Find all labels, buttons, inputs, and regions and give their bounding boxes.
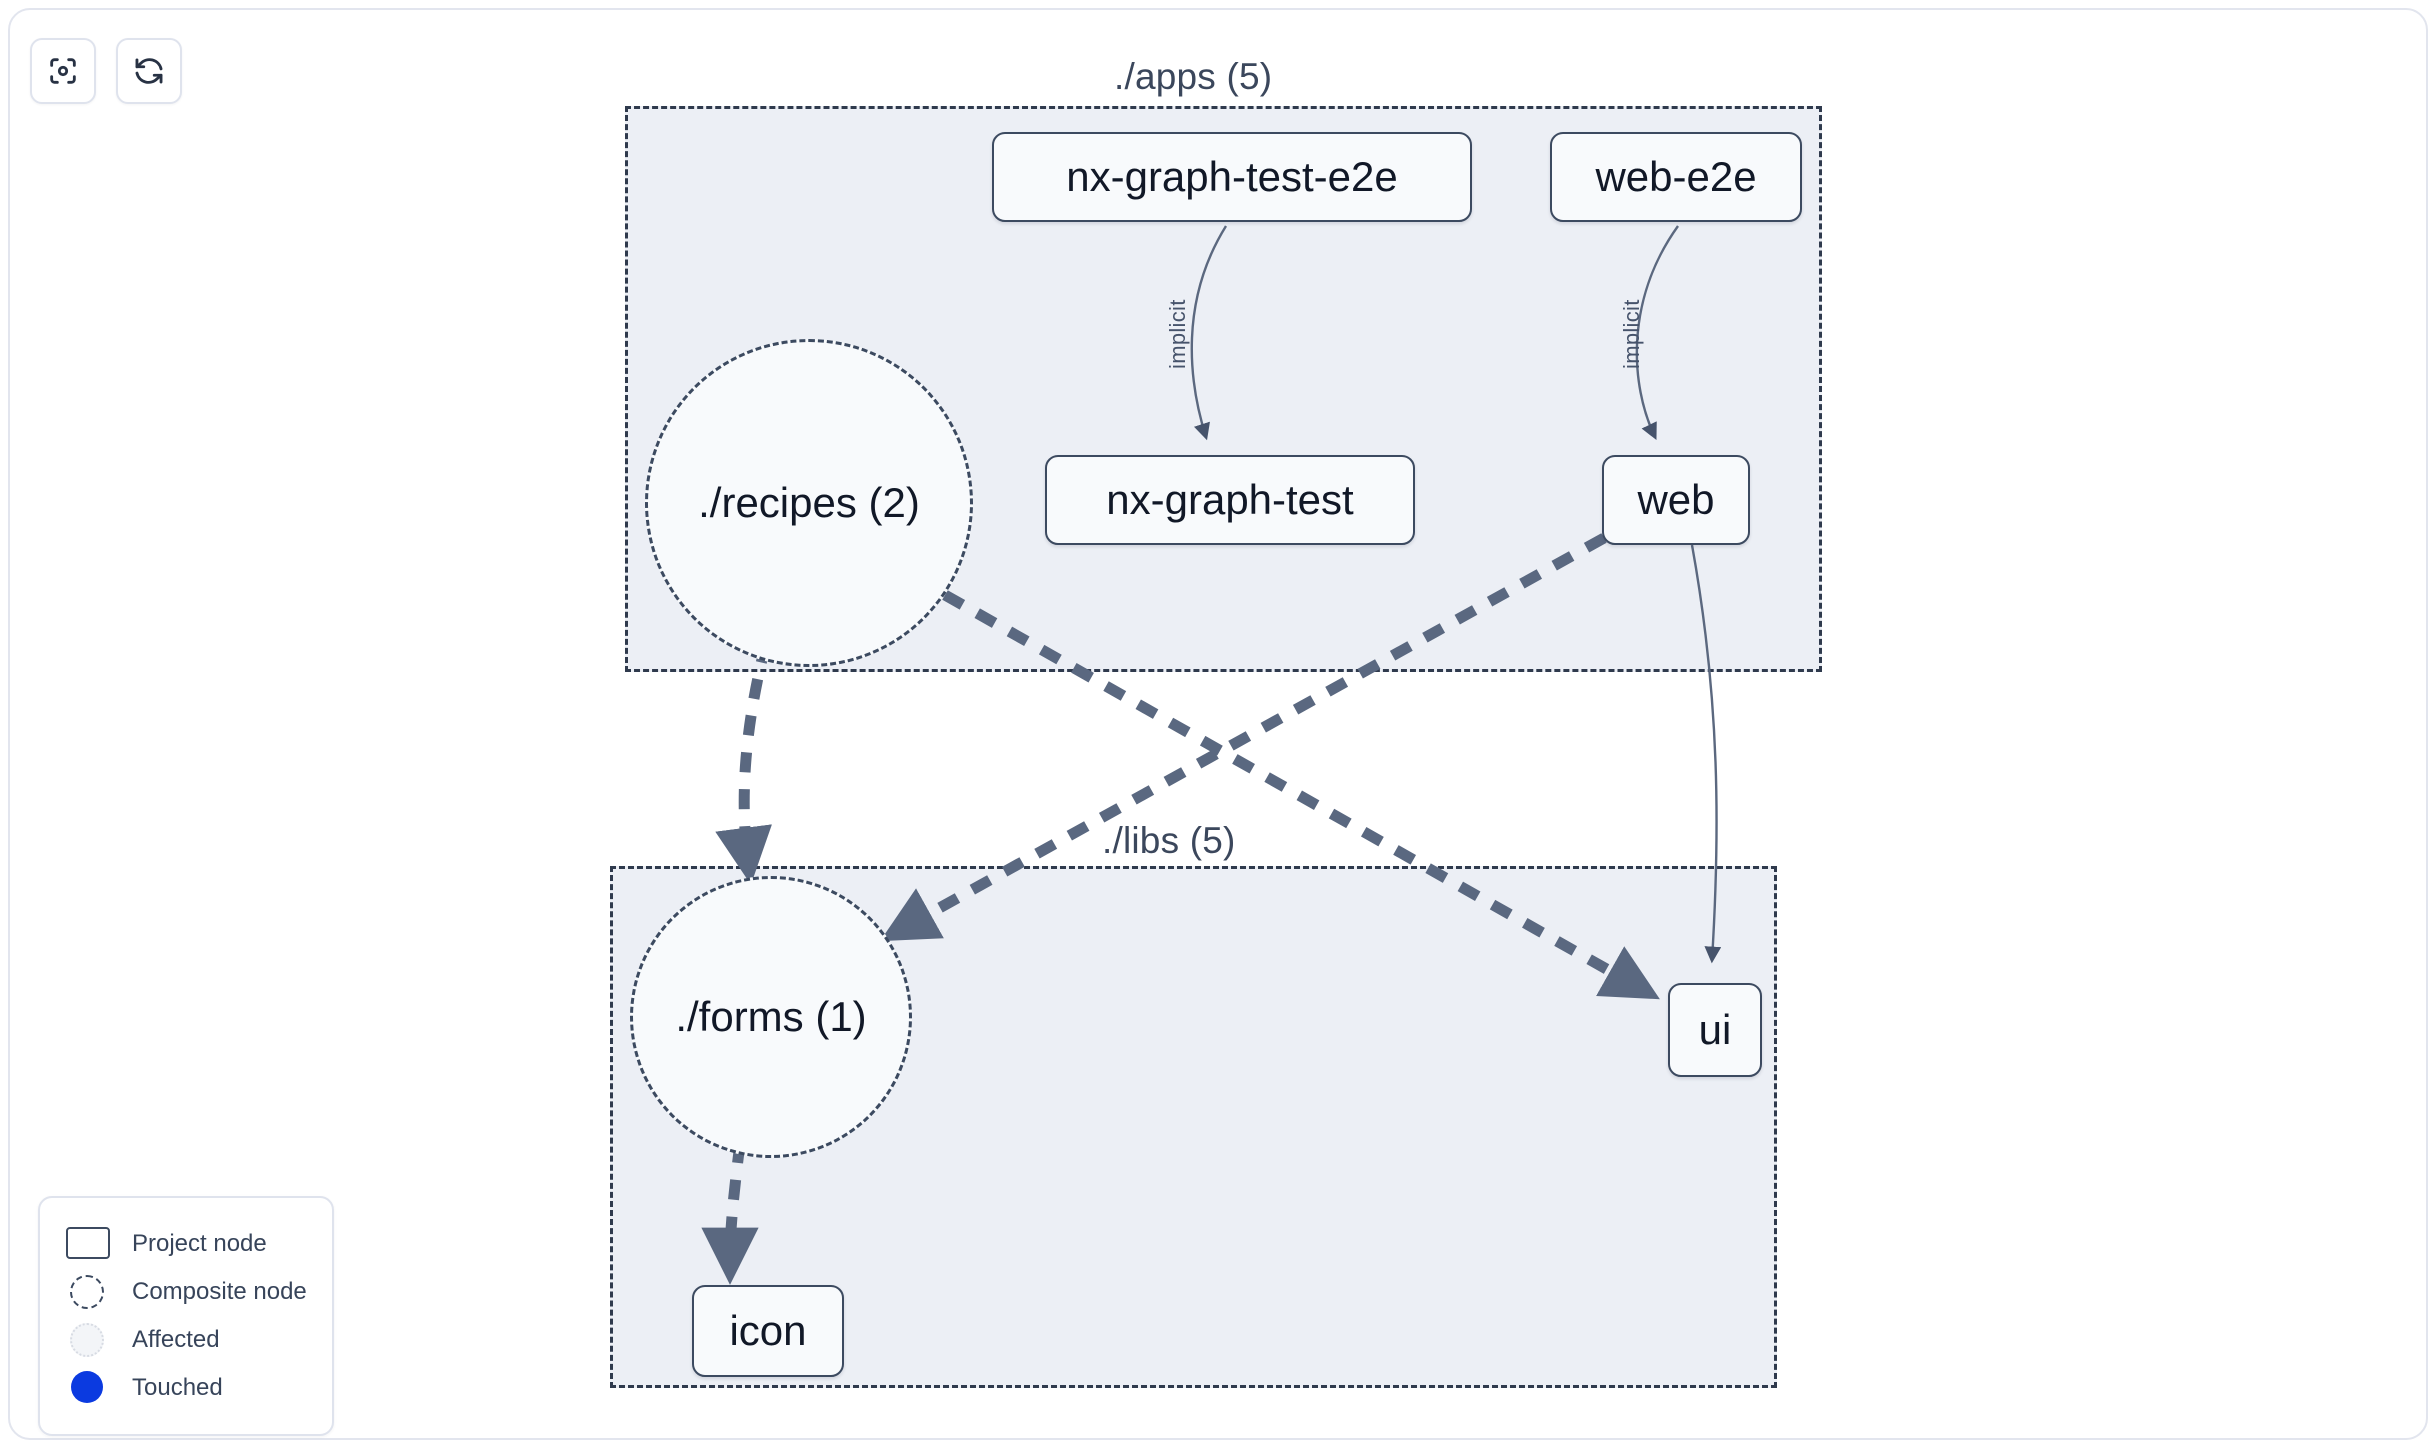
legend-label-project-node: Project node [132, 1230, 267, 1257]
refresh-icon [132, 54, 166, 88]
touched-swatch-icon [66, 1371, 110, 1405]
group-label-apps: ./apps (5) [1114, 56, 1273, 97]
project-node-icon[interactable]: icon [692, 1285, 844, 1377]
legend-item-composite-node: Composite node [66, 1268, 312, 1316]
edge-recipes-to-forms [715, 641, 772, 885]
affected-swatch-icon [66, 1323, 110, 1357]
project-node-web-e2e[interactable]: web-e2e [1550, 132, 1802, 222]
group-label-libs: ./libs (5) [1102, 820, 1236, 861]
composite-node-recipes[interactable]: ./recipes (2) [645, 339, 973, 667]
project-node-ui[interactable]: ui [1668, 983, 1762, 1077]
focus-graph-button[interactable] [30, 38, 96, 104]
composite-node-forms[interactable]: ./forms (1) [630, 876, 912, 1158]
legend-label-affected: Affected [132, 1326, 220, 1353]
legend-item-touched: Touched [66, 1364, 312, 1412]
graph-toolbar [30, 38, 182, 104]
refresh-graph-button[interactable] [116, 38, 182, 104]
project-node-nx-graph-test[interactable]: nx-graph-test [1045, 455, 1415, 545]
legend-item-affected: Affected [66, 1316, 312, 1364]
project-node-nx-graph-test-e2e[interactable]: nx-graph-test-e2e [992, 132, 1472, 222]
edge-label-implicit-nx-graph-test: implicit [1165, 299, 1190, 369]
project-node-swatch-icon [66, 1227, 110, 1261]
legend-label-touched: Touched [132, 1374, 223, 1401]
project-node-web[interactable]: web [1602, 455, 1750, 545]
composite-node-swatch-icon [66, 1275, 110, 1309]
edge-label-implicit-web: implicit [1619, 299, 1644, 369]
legend-item-project-node: Project node [66, 1220, 312, 1268]
legend-label-composite-node: Composite node [132, 1278, 307, 1305]
viewfinder-icon [46, 54, 80, 88]
graph-legend: Project node Composite node Affected Tou… [38, 1196, 334, 1436]
